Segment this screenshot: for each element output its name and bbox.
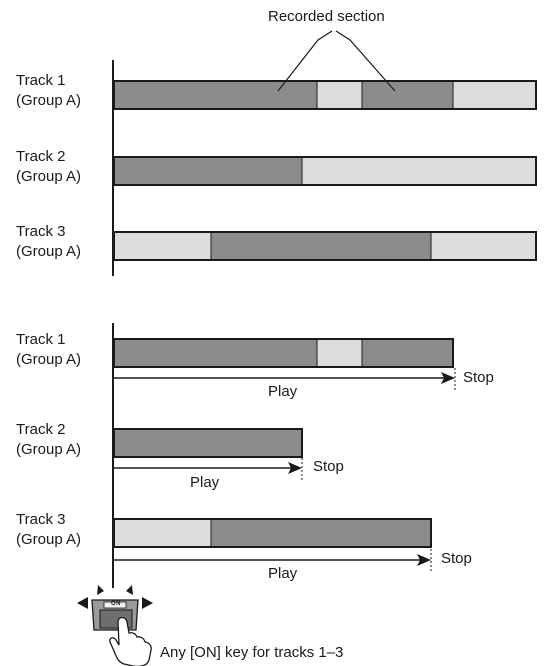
track-group: (Group A) <box>16 92 82 109</box>
segment-empty <box>431 232 536 260</box>
recorded-section-label: Recorded section <box>268 8 385 25</box>
segment-recorded <box>362 81 453 109</box>
top-track-1-label: Track 1 (Group A) <box>16 71 81 111</box>
bottom-track-1-bar <box>113 338 454 368</box>
bottom-track-1-label: Track 1 (Group A) <box>16 330 81 370</box>
top-track-2-bar <box>113 156 537 186</box>
track-group: (Group A) <box>16 531 82 548</box>
track-name: Track 1 <box>16 72 66 89</box>
track-name: Track 3 <box>16 223 66 240</box>
track-group: (Group A) <box>16 243 82 260</box>
segment-recorded <box>362 339 453 367</box>
track-group: (Group A) <box>16 441 82 458</box>
play-label-3: Play <box>268 565 298 582</box>
stop-label-1: Stop <box>463 369 494 386</box>
segment-empty <box>114 232 211 260</box>
segment-empty <box>453 81 536 109</box>
top-track-3-label: Track 3 (Group A) <box>16 222 81 262</box>
track-name: Track 2 <box>16 148 66 165</box>
track-group: (Group A) <box>16 351 82 368</box>
segment-recorded <box>211 232 431 260</box>
segment-empty <box>317 339 362 367</box>
track-group: (Group A) <box>16 168 82 185</box>
on-key-icon <box>77 585 153 666</box>
segment-recorded <box>114 429 302 457</box>
top-track-2-label: Track 2 (Group A) <box>16 147 81 187</box>
segment-recorded <box>114 157 302 185</box>
on-key-text: ON <box>111 601 121 607</box>
stop-label-2: Stop <box>313 458 344 475</box>
bottom-track-2-bar <box>113 428 303 458</box>
segment-empty <box>317 81 362 109</box>
top-track-1-bar <box>113 80 537 110</box>
play-arrow-2 <box>114 458 303 480</box>
bottom-track-3-bar <box>113 518 432 548</box>
play-label-1: Play <box>268 383 298 400</box>
segment-recorded <box>114 339 317 367</box>
bottom-track-3-label: Track 3 (Group A) <box>16 510 81 550</box>
top-track-3-bar <box>113 231 537 261</box>
play-arrow-3 <box>114 549 432 572</box>
segment-empty <box>302 157 536 185</box>
play-arrow-1 <box>114 368 456 390</box>
segment-recorded <box>114 81 317 109</box>
recorded-section-callout-lines <box>277 30 396 92</box>
segment-recorded <box>211 519 431 547</box>
track-name: Track 1 <box>16 331 66 348</box>
on-key-caption: Any [ON] key for tracks 1–3 <box>160 644 344 661</box>
stop-label-3: Stop <box>441 550 472 567</box>
segment-empty <box>114 519 211 547</box>
play-label-2: Play <box>190 474 220 491</box>
bottom-track-2-label: Track 2 (Group A) <box>16 420 81 460</box>
track-name: Track 3 <box>16 511 66 528</box>
track-name: Track 2 <box>16 421 66 438</box>
